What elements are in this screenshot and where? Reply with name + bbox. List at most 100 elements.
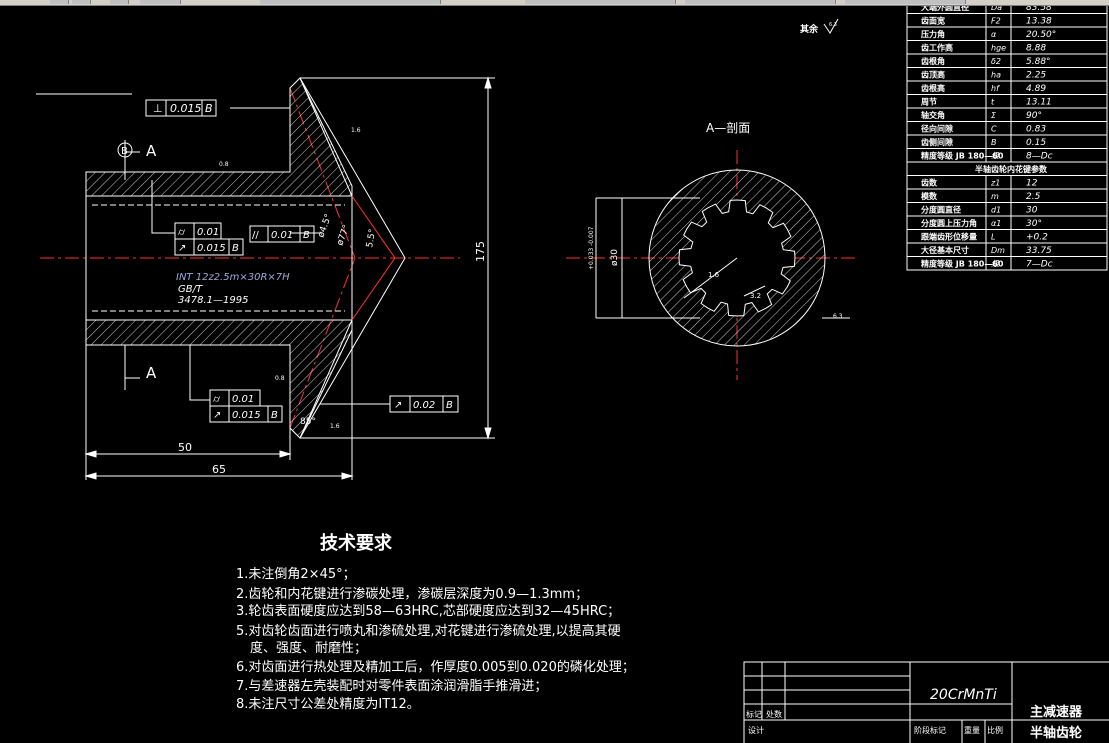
tolerance-frame-5 (209, 389, 283, 423)
dim-bore-dia: ø30 (610, 249, 620, 266)
param-name: 径向间隙 (921, 124, 953, 134)
param-value: 13.38 (1026, 17, 1052, 27)
param-name: 齿面宽 (921, 16, 945, 26)
param-name: 精度等级 JB 180—60 (921, 259, 1004, 269)
drawing-canvas[interactable]: ⊥ 0.015 B ⌭ 0.01 ↗ 0.015 B // 0.01 B ⌭ 0… (0, 6, 1109, 743)
dim-angle-2: ø77° (335, 223, 352, 247)
param-value: 30 (1026, 206, 1038, 216)
label-chushu: 处数 (766, 709, 782, 719)
surface-note-value: 6.3 (829, 22, 837, 28)
param-name: 跟端齿形位移量 (921, 232, 977, 242)
title-block (743, 661, 1109, 743)
tol7-val: 0.02 (413, 400, 435, 411)
tolerance-frame-1 (145, 99, 217, 117)
param-name: 分度圆上压力角 (921, 218, 977, 228)
dim-angle-85: 85° (300, 417, 316, 427)
dim-angle-3: 5.5° (365, 228, 378, 248)
table-row (906, 94, 1108, 109)
param-symbol: z1 (990, 179, 1000, 188)
color-dropdown[interactable] (525, 0, 676, 4)
section-view (566, 150, 858, 380)
label-zhongliang: 重量 (964, 725, 980, 735)
tol5-sym: ⌭ (213, 394, 221, 405)
spline-note-line2: GB/T (178, 284, 203, 295)
param-symbol: C (991, 125, 997, 134)
param-value: 8—Dc (1026, 152, 1053, 162)
tol1-sym: ⊥ (153, 102, 163, 115)
param-name: 周节 (921, 97, 937, 107)
tech-req-item: 5.对齿轮齿面进行喷丸和渗硫处理,对花键进行渗硫处理,以提高其硬 (236, 623, 621, 639)
tol6-val: 0.015 (232, 410, 261, 421)
tol2-sym: ⌭ (178, 227, 186, 238)
roughness-16-a: 1.6 (351, 127, 361, 134)
dim-65: 65 (212, 463, 226, 476)
tech-req-item: 7.与差速器左壳装配时对零件表面涂润滑脂手推滑进； (236, 678, 547, 694)
layer-dropdown[interactable] (260, 0, 441, 4)
param-name: 齿根角 (921, 56, 945, 66)
tolerance-frame-2 (174, 222, 244, 256)
spline-note-line1: INT 12z2.5m×30R×7H (176, 272, 290, 283)
param-value: 83.58 (1026, 6, 1052, 13)
part-name-line2: 半轴齿轮 (1030, 725, 1082, 741)
dim-angle-1: ø4.5° (316, 213, 334, 239)
tol1-ref: B (205, 102, 213, 115)
param-name: 齿侧间隙 (921, 137, 953, 147)
tol7-sym: ↗ (394, 400, 402, 411)
param-value: 20.50° (1026, 30, 1056, 40)
param-name: 分度圆直径 (921, 205, 961, 215)
tech-req-list: 1.未注倒角2×45°； 2.齿轮和内花键进行渗碳处理，渗碳层深度为0.9—1.… (236, 567, 635, 712)
hub-section-upper (85, 77, 353, 197)
part-name-line1: 主减速器 (1030, 704, 1083, 720)
toolbar-button[interactable] (140, 0, 181, 4)
param-value: 0.15 (1026, 138, 1046, 148)
dim-bore-tol: +0.033 -0.007 (588, 226, 595, 270)
param-value: 33.75 (1026, 246, 1052, 256)
toolbar-button[interactable] (110, 0, 129, 4)
param-symbol: ha (991, 71, 1001, 80)
param-value: 12 (1026, 179, 1038, 189)
tech-req-item: 度、强度、耐磨性； (250, 640, 367, 656)
param-value: 7—Dc (1026, 260, 1053, 270)
section-arrow-a-bottom: A (146, 364, 157, 382)
dim-50: 50 (178, 441, 192, 454)
param-value: +0.2 (1026, 233, 1048, 243)
roughness-16-b: 1.6 (330, 423, 340, 430)
table-row (906, 175, 1108, 190)
param-symbol: d1 (991, 206, 1001, 215)
param-symbol: hf (991, 84, 1000, 93)
param-value: 8.88 (1026, 44, 1046, 54)
tech-req-item: 2.齿轮和内花键进行渗碳处理，渗碳层深度为0.9—1.3mm； (236, 586, 588, 602)
param-symbol: F2 (991, 17, 1001, 26)
tol4-val: 0.01 (271, 230, 293, 241)
side-view (36, 76, 495, 480)
param-symbol: α (991, 30, 997, 39)
param-symbol: t (991, 98, 995, 107)
tol2-val: 0.01 (197, 227, 219, 238)
param-name: 轴交角 (921, 110, 945, 120)
toolbar-button[interactable] (50, 0, 69, 4)
roughness-symbol-icon (823, 18, 839, 34)
tol4-ref: B (303, 230, 310, 241)
tol3-val: 0.015 (197, 243, 226, 254)
roughness-spline: 1.6 (708, 271, 720, 279)
param-symbol: α1 (991, 219, 1001, 228)
toolbar-button[interactable] (72, 0, 91, 4)
tech-req-item: 1.未注倒角2×45°； (236, 567, 356, 582)
param-value: 13.11 (1026, 98, 1052, 108)
tol1-val: 0.015 (170, 102, 202, 115)
bore-outline (85, 195, 353, 321)
label-sheji: 设计 (748, 725, 764, 735)
linetype-dropdown[interactable] (685, 0, 836, 4)
roughness-08-b: 0.8 (275, 375, 285, 382)
param-symbol: 级 (991, 260, 1000, 269)
param-name: 齿工作高 (921, 43, 953, 53)
lineweight-dropdown[interactable] (845, 0, 966, 4)
param-value: 4.89 (1026, 84, 1046, 94)
param-value: 5.88° (1026, 57, 1051, 67)
param-symbol: Da (991, 6, 1002, 12)
param-value: 2.5 (1026, 192, 1041, 202)
tol4-sym: // (252, 230, 259, 241)
table-row (906, 256, 1108, 271)
param-value: 90° (1026, 111, 1042, 121)
